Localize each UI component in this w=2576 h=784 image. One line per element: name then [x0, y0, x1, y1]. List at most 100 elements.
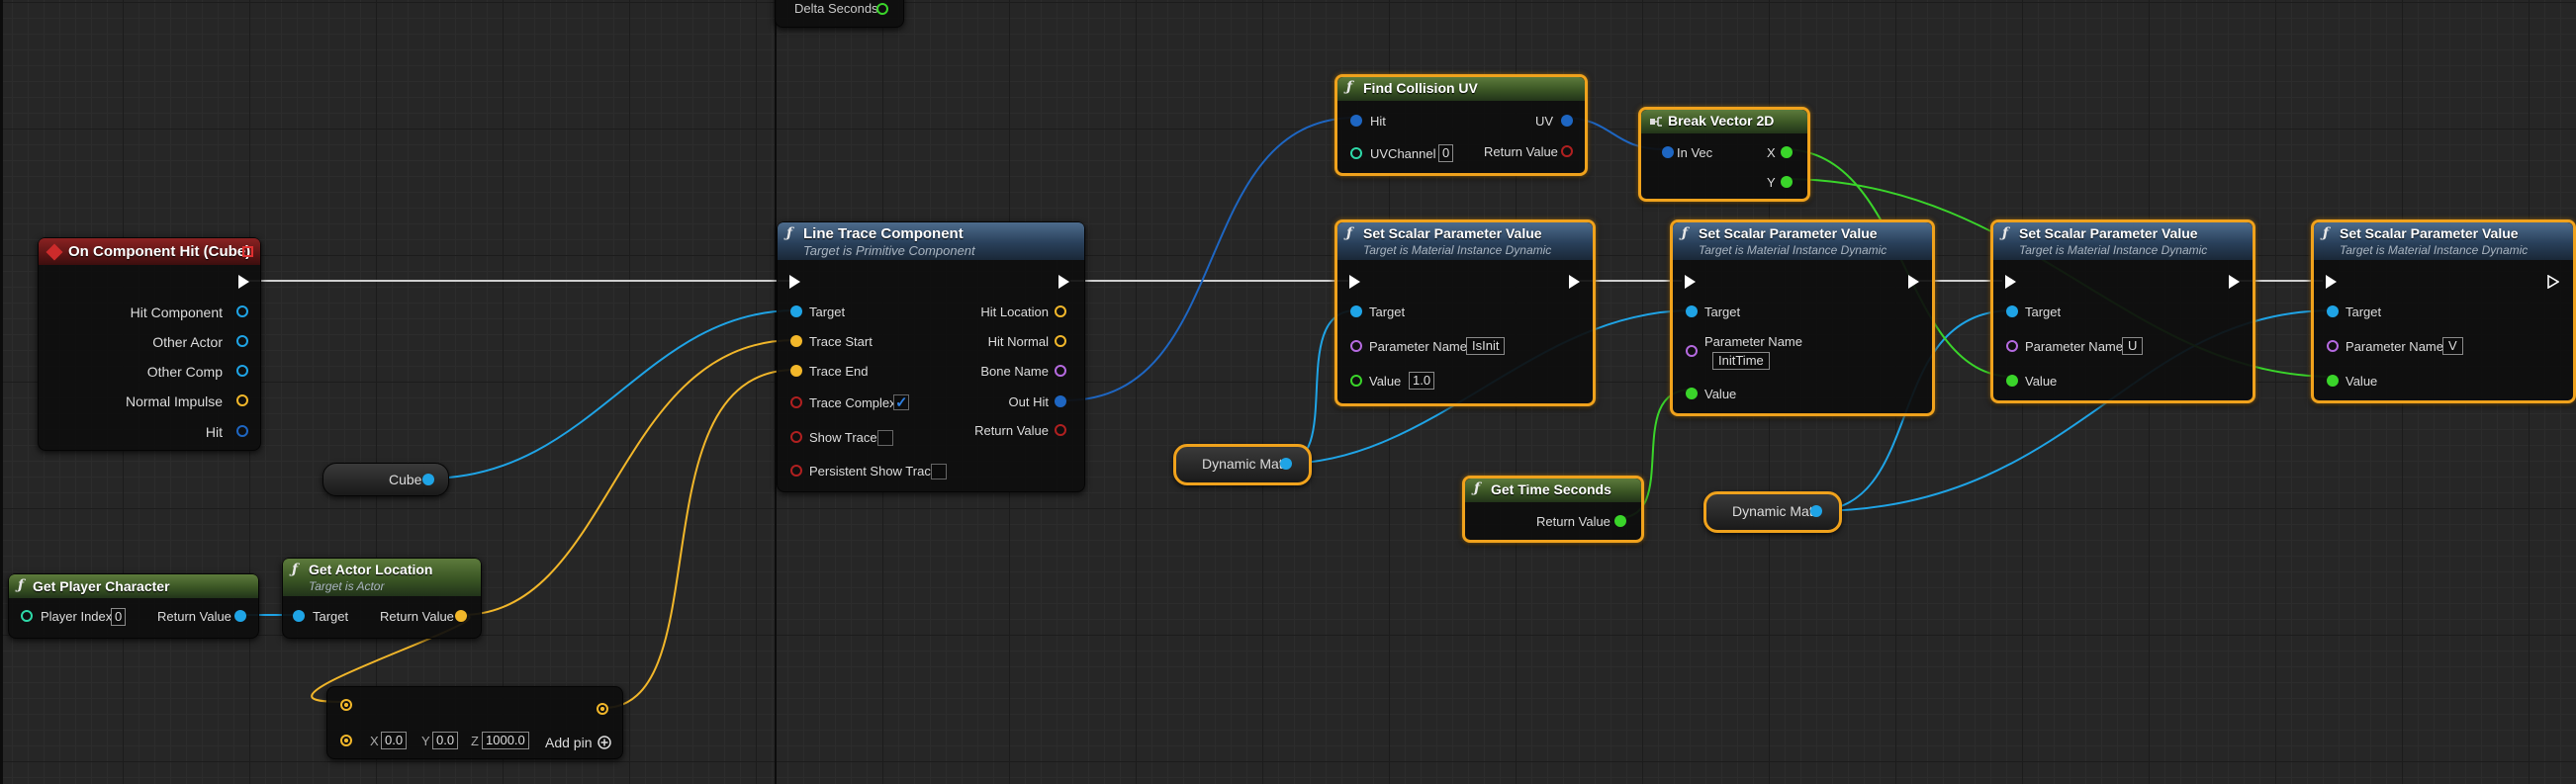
- exec-out-pin[interactable]: [1058, 275, 1069, 289]
- value-input[interactable]: 1.0: [1409, 372, 1435, 390]
- add-circle-icon[interactable]: [598, 736, 611, 749]
- exec-out-pin[interactable]: [1569, 275, 1580, 289]
- exec-in-pin[interactable]: [1349, 275, 1360, 289]
- exec-in-pin[interactable]: [789, 275, 800, 289]
- vector-pin[interactable]: [790, 365, 802, 377]
- node-title: Set Scalar Parameter Value: [2340, 225, 2519, 241]
- set-scalar-parameter-node-2[interactable]: ƒ Set Scalar Parameter Value Target is M…: [1670, 219, 1935, 416]
- object-pin[interactable]: [2006, 305, 2018, 317]
- exec-out-pin[interactable]: [1908, 275, 1919, 289]
- name-pin[interactable]: [2327, 340, 2339, 352]
- float-pin[interactable]: [1614, 515, 1626, 527]
- name-pin[interactable]: [1350, 340, 1362, 352]
- bool-pin[interactable]: [790, 431, 802, 443]
- cube-variable-node[interactable]: Cube: [322, 463, 449, 496]
- vector-pin[interactable]: [790, 335, 802, 347]
- object-pin[interactable]: [790, 305, 802, 317]
- node-header: [9, 574, 258, 598]
- exec-in-pin[interactable]: [2326, 275, 2337, 289]
- show-trace-checkbox[interactable]: [877, 430, 893, 446]
- pin-label: X: [1767, 145, 1776, 160]
- vector-pin[interactable]: [1055, 335, 1066, 347]
- pin-label: Return Value: [380, 609, 454, 624]
- parameter-name-input[interactable]: InitTime: [1712, 352, 1770, 370]
- get-actor-location-node[interactable]: ƒ Get Actor Location Target is Actor Tar…: [282, 558, 482, 639]
- set-scalar-parameter-node-1[interactable]: ƒ Set Scalar Parameter Value Target is M…: [1334, 219, 1596, 406]
- vector-pin[interactable]: [455, 610, 467, 622]
- break-vector-2d-node[interactable]: Break Vector 2D In Vec X Y: [1638, 107, 1810, 202]
- vector-in-pin[interactable]: [340, 735, 352, 746]
- float-pin[interactable]: [1781, 146, 1793, 158]
- struct-pin[interactable]: [1561, 115, 1573, 127]
- dynamic-mat-variable-node-2[interactable]: Dynamic Mat: [1703, 491, 1842, 533]
- struct-pin[interactable]: [236, 425, 248, 437]
- uvchannel-input[interactable]: 0: [1438, 144, 1454, 162]
- bool-pin[interactable]: [790, 465, 802, 477]
- object-pin[interactable]: [236, 305, 248, 317]
- object-pin[interactable]: [1280, 458, 1292, 470]
- bool-pin[interactable]: [1561, 145, 1573, 157]
- player-index-input[interactable]: 0: [111, 608, 127, 626]
- find-collision-uv-node[interactable]: ƒ Find Collision UV Hit UV UVChannel 0 R…: [1334, 74, 1588, 176]
- float-pin[interactable]: [876, 3, 888, 15]
- exec-out-pin[interactable]: [238, 275, 249, 289]
- bool-pin[interactable]: [790, 396, 802, 408]
- parameter-name-input[interactable]: V: [2442, 337, 2463, 355]
- object-pin[interactable]: [293, 610, 305, 622]
- get-player-character-node[interactable]: ƒ Get Player Character Player Index 0 Re…: [8, 573, 259, 639]
- exec-in-pin[interactable]: [1685, 275, 1696, 289]
- object-pin[interactable]: [1686, 305, 1698, 317]
- pin-label: Target: [2025, 305, 2062, 319]
- name-pin[interactable]: [2006, 340, 2018, 352]
- object-pin[interactable]: [1350, 305, 1362, 317]
- y-input[interactable]: 0.0: [432, 732, 459, 749]
- int-pin[interactable]: [1350, 147, 1362, 159]
- float-pin[interactable]: [2006, 375, 2018, 387]
- vector-pin[interactable]: [236, 394, 248, 406]
- float-pin[interactable]: [1686, 388, 1698, 399]
- exec-out-pin[interactable]: [2229, 275, 2240, 289]
- x-input[interactable]: 0.0: [381, 732, 408, 749]
- add-pin-button[interactable]: Add pin: [545, 735, 593, 750]
- trace-complex-checkbox[interactable]: ✓: [893, 394, 909, 411]
- name-pin[interactable]: [1686, 345, 1698, 357]
- persistent-show-trace-checkbox[interactable]: [931, 464, 947, 479]
- delegate-pin-icon[interactable]: [242, 246, 253, 257]
- float-pin[interactable]: [2327, 375, 2339, 387]
- struct-pin[interactable]: [1350, 115, 1362, 127]
- exec-out-pin[interactable]: [2547, 274, 2560, 290]
- parameter-name-input[interactable]: IsInit: [1466, 337, 1506, 355]
- exec-in-pin[interactable]: [2005, 275, 2016, 289]
- dynamic-mat-variable-node-1[interactable]: Dynamic Mat: [1173, 444, 1312, 485]
- vector-pin[interactable]: [1055, 305, 1066, 317]
- object-pin[interactable]: [2327, 305, 2339, 317]
- object-pin[interactable]: [1810, 505, 1822, 517]
- on-component-hit-node[interactable]: On Component Hit (Cube) Hit Component Ot…: [38, 237, 261, 451]
- delta-seconds-node[interactable]: Delta Seconds: [775, 0, 904, 28]
- bool-pin[interactable]: [1055, 424, 1066, 436]
- object-wire: [426, 309, 796, 479]
- int-pin[interactable]: [21, 610, 33, 622]
- set-scalar-parameter-node-4[interactable]: ƒ Set Scalar Parameter Value Target is M…: [2311, 219, 2576, 403]
- float-pin[interactable]: [1350, 375, 1362, 387]
- name-pin[interactable]: [1055, 365, 1066, 377]
- pin-label: In Vec: [1677, 145, 1713, 160]
- line-trace-component-node[interactable]: ƒ Line Trace Component Target is Primiti…: [777, 221, 1085, 492]
- vector-in-pin[interactable]: [340, 699, 352, 711]
- struct-pin[interactable]: [1662, 146, 1674, 158]
- z-input[interactable]: 1000.0: [482, 732, 529, 749]
- set-scalar-parameter-node-3[interactable]: ƒ Set Scalar Parameter Value Target is M…: [1990, 219, 2255, 403]
- object-pin[interactable]: [236, 365, 248, 377]
- object-pin[interactable]: [236, 335, 248, 347]
- parameter-name-input[interactable]: U: [2122, 337, 2144, 355]
- node-title: Get Time Seconds: [1491, 481, 1611, 497]
- vector-out-pin[interactable]: [597, 703, 608, 715]
- object-pin[interactable]: [422, 474, 434, 485]
- get-time-seconds-node[interactable]: ƒ Get Time Seconds Return Value: [1462, 476, 1644, 543]
- make-vector-node[interactable]: X 0.0 Y 0.0 Z 1000.0 Add pin: [326, 686, 623, 759]
- float-pin[interactable]: [1781, 176, 1793, 188]
- struct-pin[interactable]: [1055, 395, 1066, 407]
- node-title: Line Trace Component: [803, 225, 964, 242]
- object-pin[interactable]: [234, 610, 246, 622]
